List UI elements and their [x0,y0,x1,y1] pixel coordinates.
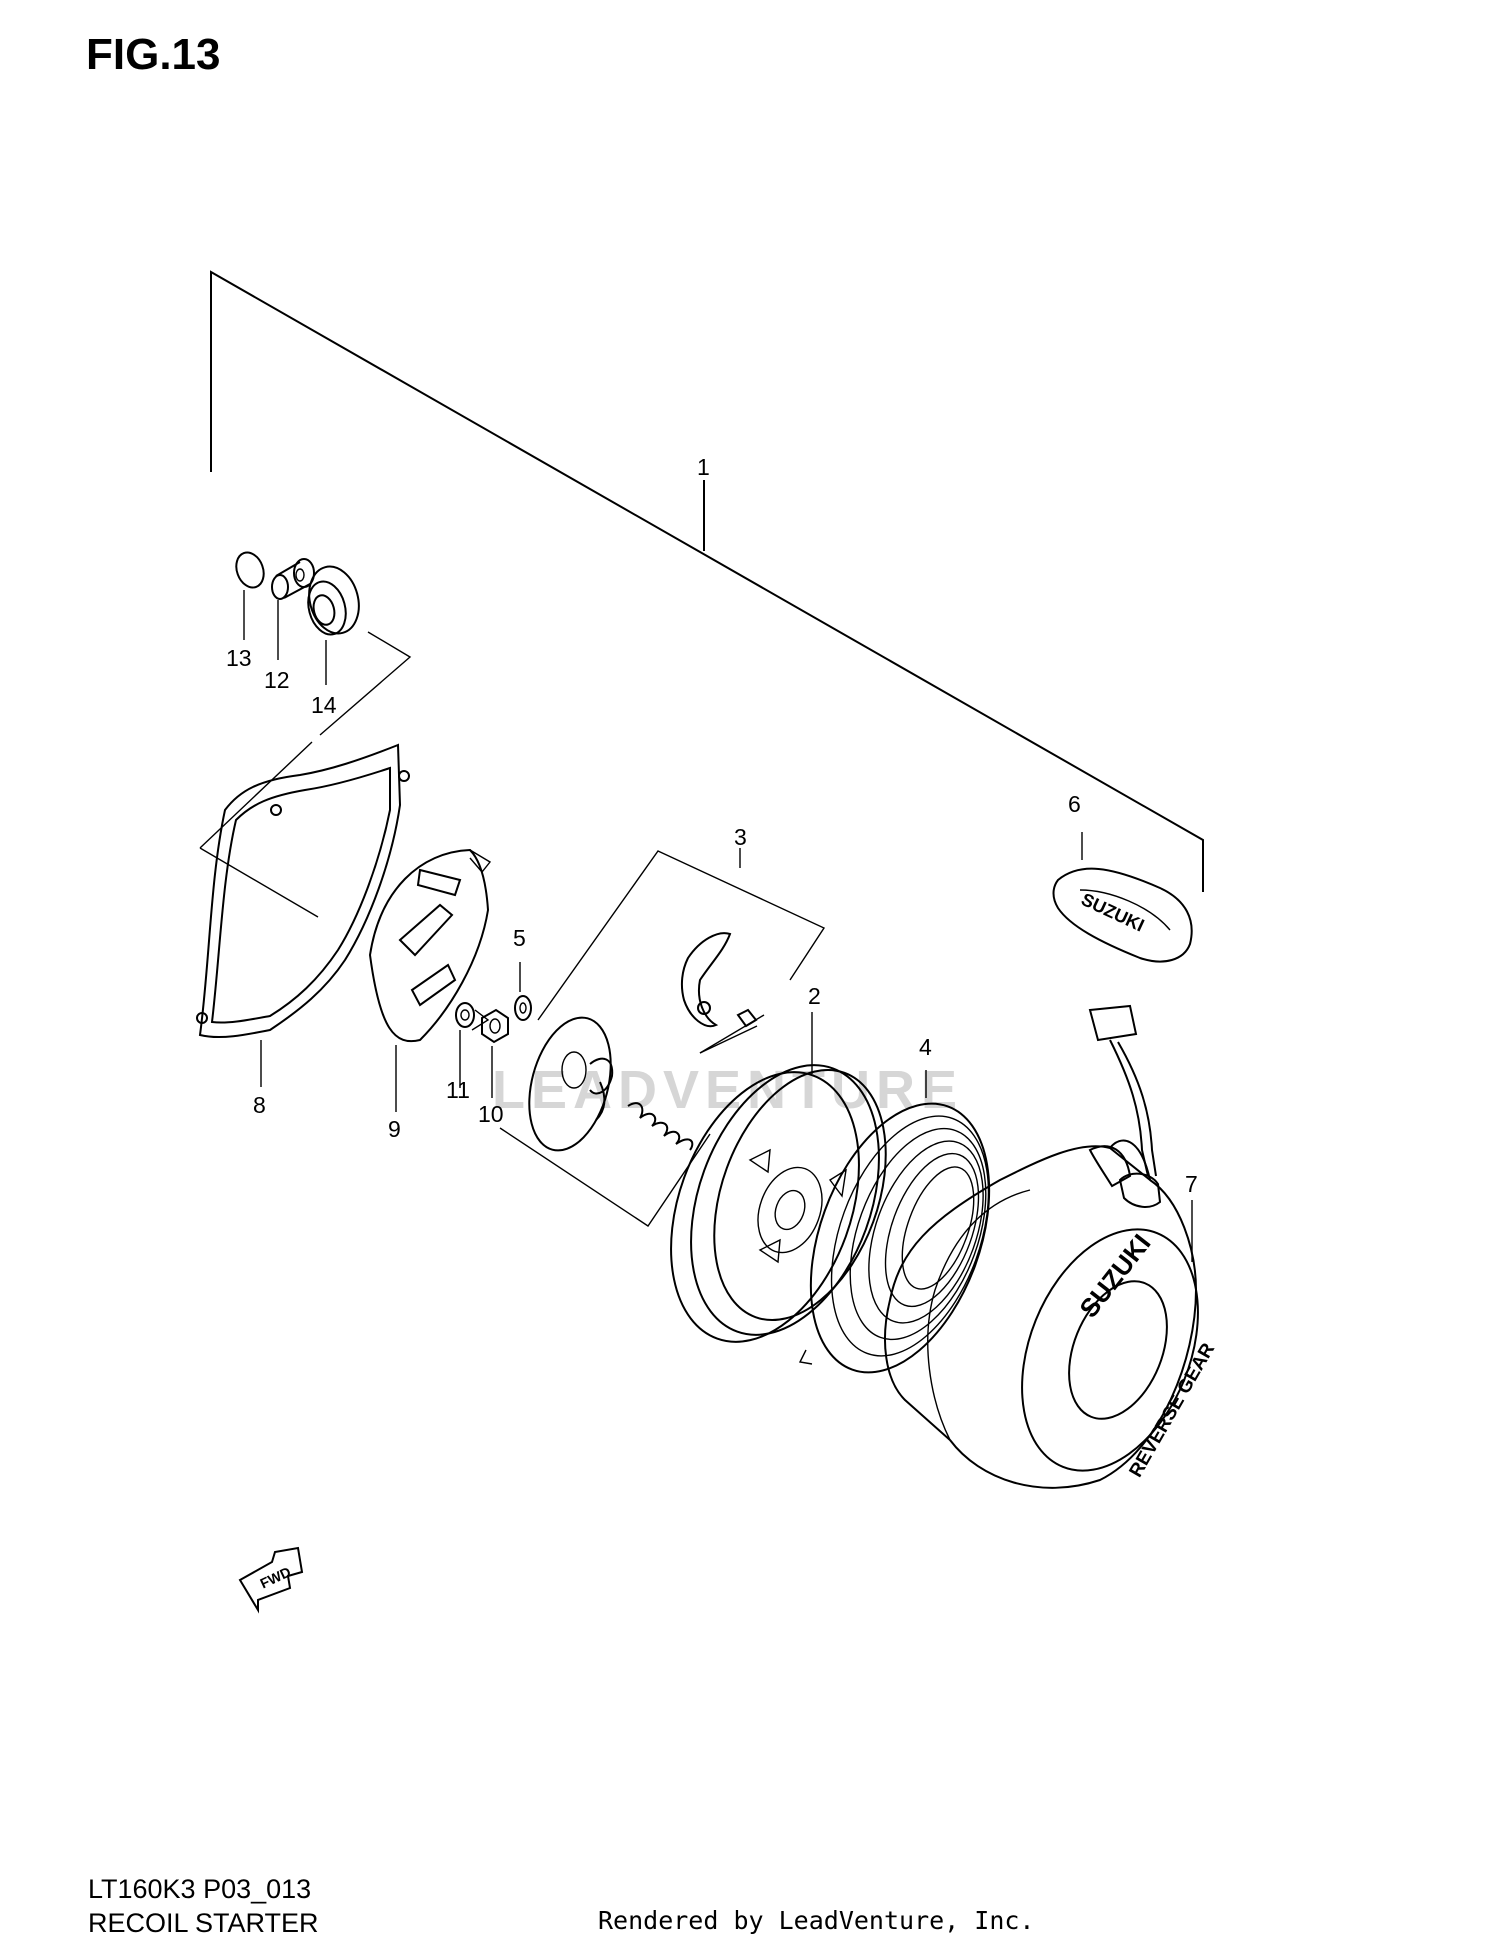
figure-caption: RECOIL STARTER [88,1908,319,1938]
callout-10: 10 [478,1101,504,1127]
callout-1: 1 [697,454,710,480]
reel-2 [670,1012,887,1343]
callout-4: 4 [919,1034,932,1060]
handle-6: SUZUKI [1052,832,1193,1208]
drive-plate-9 [368,848,492,1112]
bushing-12 [271,558,315,660]
model-code: LT160K3 P03_013 [88,1874,312,1904]
pin [736,1008,758,1028]
callout-11: 11 [446,1077,470,1103]
callout-9: 9 [388,1116,401,1142]
washer-5 [514,962,532,1021]
case-lettering-bottom: REVERSE GEAR [1125,1340,1219,1481]
nut-10 [481,1008,509,1098]
spiral-spring-4 [798,1070,991,1374]
callout-14: 14 [311,692,337,718]
callout-13: 13 [226,645,252,671]
callout-7: 7 [1185,1171,1198,1197]
figure-title: FIG.13 [86,30,221,79]
oring-13 [235,551,265,640]
spring-small [627,1102,694,1151]
case-lettering-top: SUZUKI [1073,1228,1156,1323]
rendered-by-footer: Rendered by LeadVenture, Inc. [598,1906,1035,1935]
seal-bracket [199,631,412,918]
callout-12: 12 [264,667,290,693]
pawl [680,932,732,1028]
friction-plate [528,1016,614,1152]
handle-lettering: SUZUKI [1078,889,1147,935]
seal-14 [307,565,360,685]
gasket-8 [196,743,410,1087]
callout-6: 6 [1068,791,1081,817]
washer-11 [455,1002,475,1088]
assembly-bracket [210,270,1204,892]
pawl-kit-bracket-3 [499,848,826,1227]
callout-3: 3 [734,824,747,850]
fwd-arrow: FWD [238,1546,304,1614]
starter-case-7: SUZUKI REVERSE GEAR [884,1139,1219,1489]
callout-8: 8 [253,1092,266,1118]
callout-5: 5 [513,925,526,951]
callout-2: 2 [808,983,821,1009]
